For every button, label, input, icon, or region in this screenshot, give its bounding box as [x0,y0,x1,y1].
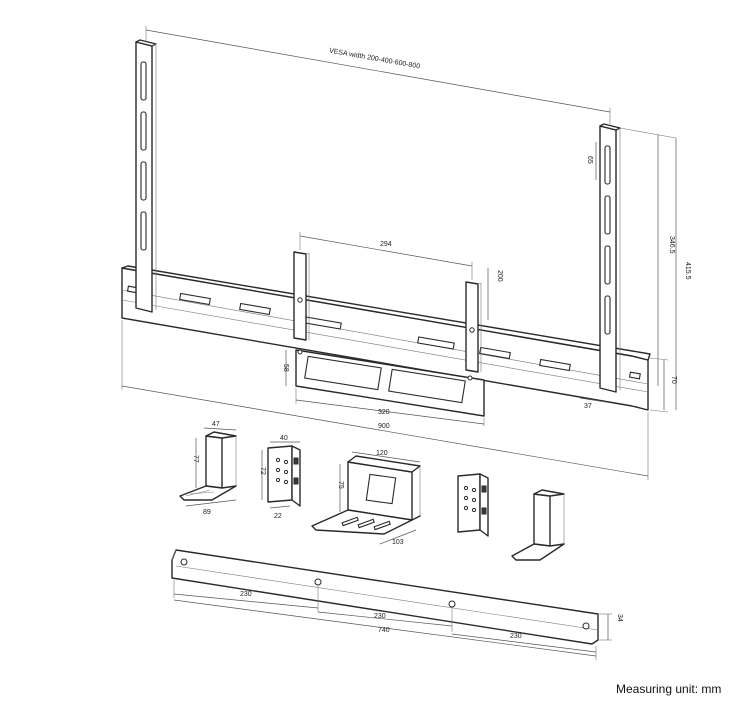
small-plate-height-label: 72 [259,467,266,475]
center-shelf [295,349,485,417]
tray-accessory: 120 75 103 [311,450,421,546]
dim-speaker-height: 200 [487,268,503,320]
bar-seg-right-label: 230 [510,633,522,640]
dim-vesa-width: VESA width 200-400-600-800 [145,26,611,124]
l-bracket-width-label: 47 [212,421,220,428]
dim-speaker-spacing: 294 [299,232,473,280]
dim-shelf-width: 320 [295,388,485,426]
small-plate-foot-label: 22 [274,513,282,520]
l-bracket-accessory: 47 77 89 [179,421,237,516]
rail-height-label: 70 [670,376,677,384]
upright-height-outer-label: 415.5 [684,262,691,280]
dim-rail-width: 900 [121,320,649,480]
horizontal-rail [121,265,651,411]
small-plate-accessory-2 [457,473,489,537]
rail-offset-label: 37 [584,403,592,410]
bar-seg-mid-label: 230 [374,613,386,620]
bar-seg-left-label: 230 [240,591,252,598]
speaker-bracket-left [293,251,310,341]
speaker-spacing-label: 294 [380,241,392,248]
bar-height-label: 34 [616,614,623,622]
l-bracket-depth-label: 89 [203,509,211,516]
rail-width-label: 900 [378,423,390,430]
measuring-unit-label: Measuring unit: mm [616,682,722,696]
tray-width-label: 120 [376,450,388,457]
speaker-height-label: 200 [496,270,503,282]
small-plate-accessory: 40 72 22 [259,435,301,520]
tray-height-label: 75 [337,481,344,489]
shelf-height-label: 58 [282,364,289,372]
speaker-bracket-right [465,281,482,373]
dim-upright-slot: 65 [586,142,597,180]
main-mount-assembly: VESA width 200-400-600-800 65 346.5 415.… [121,26,691,480]
small-plate-width-label: 40 [280,435,288,442]
dim-upright-heights: 346.5 415.5 [619,127,691,410]
l-bracket-height-label: 77 [192,455,199,463]
tray-depth-label: 103 [392,539,404,546]
dim-shelf-height: 58 [282,350,289,386]
long-bar-accessory: 230 230 230 740 34 [171,549,623,660]
upright-slot-label: 65 [586,156,593,164]
shelf-width-label: 320 [378,409,390,416]
right-upright [599,123,621,393]
bar-length-label: 740 [378,627,390,634]
vesa-width-label: VESA width 200-400-600-800 [328,48,420,71]
l-bracket-accessory-2 [511,489,565,561]
left-upright [135,39,157,313]
dim-rail-height: 70 [649,357,677,413]
dim-rail-offset: 37 [579,397,607,410]
upright-height-inner-label: 346.5 [668,236,675,254]
